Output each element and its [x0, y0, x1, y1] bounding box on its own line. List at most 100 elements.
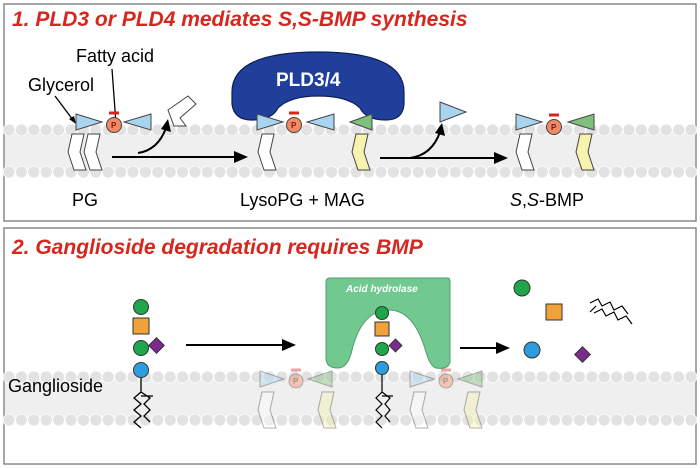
membrane-headgroup [647, 165, 661, 179]
membrane-headgroup [597, 413, 611, 427]
membrane-headgroup [610, 123, 623, 137]
membrane-headgroup [176, 413, 190, 427]
membrane-headgroup [635, 370, 648, 384]
membrane-headgroup [225, 165, 239, 179]
membrane-headgroup [114, 370, 127, 384]
membrane-headgroup [424, 123, 438, 137]
membrane-headgroup [672, 413, 685, 427]
bmp-faded-left: P [257, 368, 337, 429]
membrane-headgroup [52, 165, 65, 179]
release-arrow-1-head [161, 119, 171, 132]
degradation-arrow-1-head [282, 339, 296, 351]
released-orange-sugar [545, 303, 563, 321]
membrane-headgroup [188, 413, 202, 427]
svg-text:P: P [443, 377, 449, 386]
membrane-headgroup [188, 123, 202, 137]
sugar-purple [148, 337, 165, 354]
membrane-headgroup [498, 165, 512, 179]
membrane-headgroup [548, 413, 561, 427]
membrane-headgroup [610, 370, 623, 384]
membrane-headgroup [349, 413, 363, 427]
membrane-headgroup [64, 370, 78, 384]
membrane-headgroup [386, 123, 400, 137]
membrane-headgroup [176, 370, 190, 384]
released-products [513, 279, 633, 363]
membrane-headgroup [399, 123, 413, 137]
membrane-headgroup [64, 413, 78, 427]
membrane-headgroup [523, 370, 537, 384]
ganglioside-label: Ganglioside [8, 376, 103, 396]
glycerol-pointer [54, 95, 74, 121]
membrane-headgroup [461, 370, 475, 384]
membrane-headgroup [337, 123, 351, 137]
release-arrow-2-head [435, 123, 445, 136]
degradation-arrow-2-head [496, 342, 510, 354]
membrane-headgroup [486, 165, 500, 179]
membrane-headgroup [573, 370, 586, 384]
membrane-headgroup [672, 370, 685, 384]
membrane-headgroup [114, 165, 127, 179]
membrane-headgroup [14, 413, 28, 427]
membrane-headgroup [461, 413, 475, 427]
membrane-headgroup [659, 413, 673, 427]
sugar-green-bottom [133, 340, 149, 356]
membrane-headgroup [287, 413, 301, 427]
membrane-headgroup [101, 370, 115, 384]
membrane-headgroup [287, 165, 301, 179]
membrane-headgroup [39, 123, 53, 137]
membrane-headgroup [14, 165, 28, 179]
membrane-headgroup [27, 413, 41, 427]
membrane-headgroup [647, 413, 661, 427]
panel-1-border [3, 3, 697, 222]
membrane-headgroup [535, 370, 549, 384]
membrane-headgroup [163, 370, 177, 384]
membrane-headgroup [548, 165, 561, 179]
membrane-headgroup [238, 123, 252, 137]
membrane-headgroup [399, 413, 413, 427]
membrane-headgroup [486, 413, 500, 427]
membrane-headgroup [684, 370, 698, 384]
panel-1: 1. PLD3 or PLD4 mediates S,S-BMP synthes… [2, 3, 698, 222]
membrane-headgroup [362, 370, 376, 384]
sugar-green-top [133, 299, 149, 315]
panel-1-title: 1. PLD3 or PLD4 mediates S,S-BMP synthes… [12, 8, 468, 31]
membrane-headgroup [213, 413, 227, 427]
membrane-headgroup [337, 165, 351, 179]
membrane-headgroup [188, 370, 202, 384]
membrane-headgroup [610, 413, 623, 427]
membrane-headgroup [275, 370, 289, 384]
pg-glycerol-right [122, 113, 152, 131]
membrane-headgroup [486, 123, 500, 137]
membrane-headgroup [386, 165, 400, 179]
membrane-headgroup [176, 165, 190, 179]
membrane-headgroup [498, 123, 512, 137]
svg-text:P: P [551, 123, 557, 132]
svg-text:P: P [293, 377, 299, 386]
membrane-headgroup [114, 413, 127, 427]
membrane-headgroup [659, 165, 673, 179]
membrane-headgroup [498, 370, 512, 384]
membrane-headgroup [448, 413, 462, 427]
ganglioside-bound [374, 306, 403, 429]
membrane-headgroup [535, 165, 549, 179]
membrane-headgroup [27, 165, 41, 179]
membrane-headgroup [498, 413, 512, 427]
membrane-headgroup [225, 123, 239, 137]
lysopg-mag-complex: P [256, 111, 373, 171]
membrane-headgroup [597, 123, 611, 137]
membrane-headgroup [399, 165, 413, 179]
membrane-headgroup [647, 370, 661, 384]
membrane-headgroup [386, 370, 400, 384]
membrane-headgroup [151, 370, 165, 384]
membrane-headgroup [238, 165, 252, 179]
membrane-headgroup [672, 165, 685, 179]
membrane-headgroup [213, 123, 227, 137]
membrane-headgroup [275, 123, 289, 137]
membrane-headgroup [52, 123, 65, 137]
sugar-orange [132, 317, 150, 335]
membrane-headgroup [473, 165, 487, 179]
membrane-headgroup [300, 413, 314, 427]
membrane-headgroup [101, 413, 115, 427]
membrane-headgroup [635, 413, 648, 427]
